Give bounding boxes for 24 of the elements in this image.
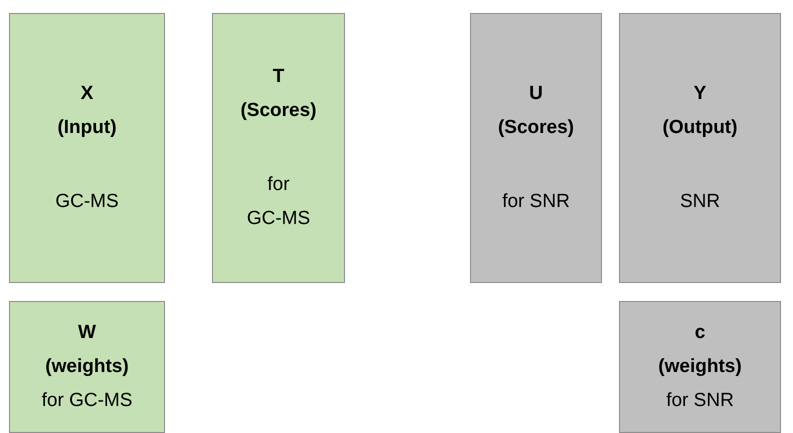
matrix-symbol: X bbox=[80, 82, 94, 106]
matrix-role: (Scores) bbox=[240, 99, 317, 123]
matrix-block bbox=[9, 301, 165, 433]
matrix-block bbox=[619, 301, 781, 433]
matrix-role: (weights) bbox=[45, 355, 129, 379]
matrix-block bbox=[9, 13, 165, 283]
matrix-symbol: U bbox=[529, 82, 543, 106]
matrix-description: for GC-MS bbox=[246, 173, 312, 231]
matrix-block bbox=[212, 13, 345, 283]
matrix-symbol: c bbox=[694, 321, 706, 345]
matrix-description: for SNR bbox=[502, 190, 570, 214]
matrix-symbol: W bbox=[78, 321, 96, 345]
matrix-block bbox=[619, 13, 781, 283]
matrix-symbol: Y bbox=[694, 82, 706, 106]
matrix-description: GC-MS bbox=[55, 190, 119, 214]
matrix-description: for SNR bbox=[666, 389, 734, 413]
matrix-symbol: T bbox=[272, 65, 284, 89]
matrix-role: (Scores) bbox=[498, 116, 574, 140]
matrix-role: (weights) bbox=[658, 355, 742, 379]
matrix-role: (Input) bbox=[57, 116, 117, 140]
matrix-description: for GC-MS bbox=[42, 389, 132, 413]
matrix-block bbox=[470, 13, 602, 283]
matrix-role: (Output) bbox=[662, 116, 738, 140]
matrix-description: SNR bbox=[680, 190, 720, 214]
